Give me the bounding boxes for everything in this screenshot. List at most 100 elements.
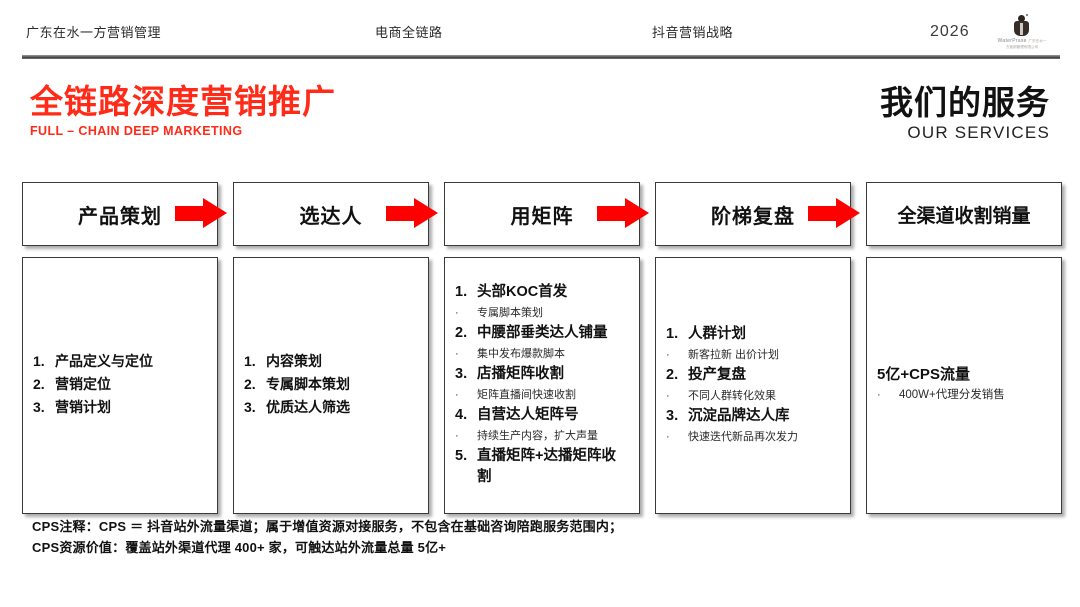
list-text: 新客拉新 出价计划 bbox=[688, 349, 780, 361]
step-body-box-4: 1. 人群计划 · 新客拉新 出价计划 2. 投产复盘 · 不同人群转化效果 bbox=[655, 257, 851, 514]
list-item: 3. 优质达人筛选 bbox=[244, 397, 418, 417]
list-item: · 快速迭代新品再次发力 bbox=[666, 428, 840, 446]
list-marker: 1. bbox=[33, 353, 45, 369]
list-text: 5亿+CPS流量 bbox=[877, 366, 970, 383]
arrow-right-icon bbox=[175, 198, 227, 228]
list-text: 营销计划 bbox=[55, 399, 111, 415]
list-text: 快速迭代新品再次发力 bbox=[688, 431, 798, 443]
step-header-label-3: 用矩阵 bbox=[510, 205, 574, 228]
list-marker: 5. bbox=[455, 448, 468, 464]
list-text: 产品定义与定位 bbox=[55, 353, 153, 369]
list-text: 沉淀品牌达人库 bbox=[688, 408, 790, 424]
list-item: 3. 营销计划 bbox=[33, 397, 207, 417]
company-logo: WaterPrase 广东在水一方营销管理有限公司 bbox=[997, 14, 1047, 51]
list-marker: · bbox=[666, 390, 670, 402]
list-item: 1. 人群计划 bbox=[666, 324, 840, 345]
list-item: 3. 沉淀品牌达人库 bbox=[666, 406, 840, 427]
list-text: 专属脚本策划 bbox=[266, 376, 350, 392]
list-item: 2. 专属脚本策划 bbox=[244, 374, 418, 394]
list-marker: · bbox=[455, 430, 459, 442]
footnotes: CPS注释：CPS ＝ 抖音站外流量渠道；属于增值资源对接服务，不包含在基础咨询… bbox=[32, 516, 1032, 558]
step-header-box-5[interactable]: 全渠道收割销量 bbox=[866, 182, 1062, 246]
list-marker: 4. bbox=[455, 407, 468, 423]
list-marker: 3. bbox=[455, 366, 468, 382]
list-item: 5. 直播矩阵+达播矩阵收割 bbox=[455, 446, 629, 488]
list-text: 矩阵直播间快速收割 bbox=[477, 389, 576, 401]
header-topic: 电商全链路 bbox=[375, 25, 443, 40]
step-header-label-4: 阶梯复盘 bbox=[711, 205, 795, 228]
list-text: 自营达人矩阵号 bbox=[477, 407, 579, 423]
header-section: 抖音营销战略 bbox=[652, 25, 734, 40]
section-title-cn: 我们的服务 bbox=[880, 84, 1050, 121]
list-marker: 2. bbox=[455, 325, 468, 341]
list-text: 中腰部垂类达人铺量 bbox=[477, 325, 608, 341]
slide-header: 广东在水一方营销管理 电商全链路 抖音营销战略 2026 WaterPrase … bbox=[0, 0, 1080, 52]
list-marker: · bbox=[666, 349, 670, 361]
list-marker: · bbox=[455, 307, 459, 319]
list-marker: · bbox=[666, 431, 670, 443]
list-marker: 1. bbox=[666, 326, 679, 342]
list-marker: 3. bbox=[244, 399, 256, 415]
list-text: 不同人群转化效果 bbox=[688, 390, 776, 402]
section-title-en: OUR SERVICES bbox=[907, 123, 1050, 142]
list-marker: 1. bbox=[244, 353, 256, 369]
header-year: 2026 bbox=[930, 23, 970, 40]
page-title-cn: 全链路深度营销推广 bbox=[30, 83, 336, 120]
list-item: · 专属脚本策划 bbox=[455, 304, 629, 322]
list-item: · 400W+代理分发销售 bbox=[877, 387, 1051, 404]
arrow-right-icon bbox=[386, 198, 438, 228]
list-text: 店播矩阵收割 bbox=[477, 366, 564, 382]
list-item: 2. 中腰部垂类达人铺量 bbox=[455, 323, 629, 344]
list-text: 直播矩阵+达播矩阵收割 bbox=[477, 448, 616, 485]
step-header-label-1: 产品策划 bbox=[78, 205, 162, 228]
logo-subtitle: 广东在水一方营销管理有限公司 bbox=[1005, 39, 1047, 49]
step-body-box-1: 1. 产品定义与定位 2. 营销定位 3. 营销计划 bbox=[22, 257, 218, 514]
list-marker: 2. bbox=[244, 376, 256, 392]
arrow-right-icon bbox=[808, 198, 860, 228]
list-item: 1. 头部KOC首发 bbox=[455, 282, 629, 303]
list-item: 3. 店播矩阵收割 bbox=[455, 364, 629, 385]
list-marker: 2. bbox=[33, 376, 45, 392]
list-marker: 3. bbox=[666, 408, 679, 424]
list-marker: 3. bbox=[33, 399, 45, 415]
logo-emblem-icon bbox=[1014, 14, 1029, 37]
list-text: 投产复盘 bbox=[688, 367, 746, 383]
list-item: · 新客拉新 出价计划 bbox=[666, 346, 840, 364]
list-marker: 1. bbox=[455, 284, 468, 300]
footnote-line-1: CPS注释：CPS ＝ 抖音站外流量渠道；属于增值资源对接服务，不包含在基础咨询… bbox=[32, 519, 623, 534]
step-body-box-2: 1. 内容策划 2. 专属脚本策划 3. 优质达人筛选 bbox=[233, 257, 429, 514]
list-item: 2. 营销定位 bbox=[33, 374, 207, 394]
logo-text: WaterPrase 广东在水一方营销管理有限公司 bbox=[997, 38, 1047, 50]
header-org: 广东在水一方营销管理 bbox=[26, 25, 162, 40]
list-text: 400W+代理分发销售 bbox=[899, 389, 1005, 401]
step-header-label-2: 选达人 bbox=[299, 205, 363, 228]
header-divider bbox=[22, 55, 1060, 59]
list-text: 营销定位 bbox=[55, 376, 111, 392]
list-marker: · bbox=[455, 389, 459, 401]
list-item: 1. 产品定义与定位 bbox=[33, 351, 207, 371]
logo-name: WaterPrase bbox=[997, 38, 1027, 44]
list-marker: · bbox=[455, 348, 459, 360]
flow-grid: 产品策划 1. 产品定义与定位 2. 营销定位 3. 营销计划 bbox=[22, 182, 1062, 514]
page-title-right: 我们的服务 OUR SERVICES bbox=[880, 84, 1050, 143]
list-marker: · bbox=[877, 389, 881, 401]
arrow-right-icon bbox=[597, 198, 649, 228]
list-text: 优质达人筛选 bbox=[266, 399, 350, 415]
list-text: 内容策划 bbox=[266, 353, 322, 369]
step-header-label-5: 全渠道收割销量 bbox=[897, 205, 1031, 227]
step-body-box-3: 1. 头部KOC首发 · 专属脚本策划 2. 中腰部垂类达人铺量 · 集中发布爆… bbox=[444, 257, 640, 514]
page-title-en: FULL – CHAIN DEEP MARKETING bbox=[30, 124, 243, 138]
list-item: · 矩阵直播间快速收割 bbox=[455, 386, 629, 404]
list-text: 集中发布爆款脚本 bbox=[477, 348, 565, 360]
list-item: 1. 内容策划 bbox=[244, 351, 418, 371]
page-title-left: 全链路深度营销推广 FULL – CHAIN DEEP MARKETING bbox=[30, 83, 336, 138]
list-item: 2. 投产复盘 bbox=[666, 365, 840, 386]
list-marker: 2. bbox=[666, 367, 679, 383]
list-text: 人群计划 bbox=[688, 326, 746, 342]
list-item: · 持续生产内容，扩大声量 bbox=[455, 427, 629, 445]
list-text: 专属脚本策划 bbox=[477, 307, 543, 319]
step-body-box-5: 5亿+CPS流量 · 400W+代理分发销售 bbox=[866, 257, 1062, 514]
list-item: 4. 自营达人矩阵号 bbox=[455, 405, 629, 426]
list-text: 头部KOC首发 bbox=[477, 284, 568, 300]
